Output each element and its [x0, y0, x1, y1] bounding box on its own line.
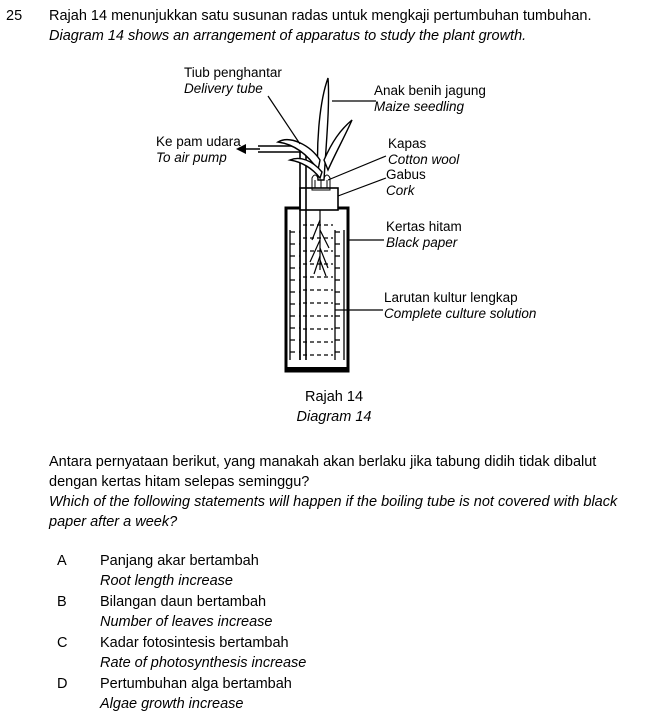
black-paper [289, 230, 345, 360]
option-a-letter[interactable]: A [57, 553, 67, 569]
culture-solution [303, 224, 333, 356]
label-paper-en: Black paper [386, 235, 458, 250]
label-cork-en: Cork [386, 183, 416, 198]
label-delivery-ms: Tiub penghantar [184, 65, 282, 80]
option-c-malay[interactable]: Kadar fotosintesis bertambah [100, 635, 289, 651]
label-delivery-en: Delivery tube [184, 81, 263, 96]
option-b-english[interactable]: Number of leaves increase [100, 614, 273, 630]
label-cotton-ms: Kapas [388, 136, 427, 151]
option-b-letter[interactable]: B [57, 594, 67, 610]
stem-english-line1: Which of the following statements will h… [49, 494, 618, 510]
label-solution-ms: Larutan kultur lengkap [384, 290, 518, 305]
intro-malay: Rajah 14 menunjukkan satu susunan radas … [49, 8, 592, 24]
maize-seedling [275, 77, 353, 181]
caption-english: Diagram 14 [296, 409, 372, 425]
option-b-malay[interactable]: Bilangan daun bertambah [100, 594, 267, 610]
option-d-malay[interactable]: Pertumbuhan alga bertambah [100, 676, 292, 692]
stem-english-line2: paper after a week? [49, 514, 178, 530]
option-c-letter[interactable]: C [57, 635, 68, 651]
label-seedling-en: Maize seedling [374, 99, 465, 114]
caption-malay: Rajah 14 [304, 389, 364, 405]
label-pump-en: To air pump [156, 150, 227, 165]
label-pump-ms: Ke pam udara [156, 134, 241, 149]
label-seedling-ms: Anak benih jagung [374, 83, 486, 98]
intro-english: Diagram 14 shows an arrangement of appar… [49, 28, 527, 44]
label-solution-en: Complete culture solution [384, 306, 536, 321]
stem-malay-line1: Antara pernyataan berikut, yang manakah … [49, 454, 597, 470]
air-pump-arrow [236, 144, 260, 154]
option-a-malay[interactable]: Panjang akar bertambah [100, 553, 259, 569]
apparatus-diagram: Tiub penghantar Delivery tube Ke pam uda… [156, 65, 536, 373]
leader-lines [267, 95, 387, 311]
label-paper-ms: Kertas hitam [386, 219, 462, 234]
option-d-letter[interactable]: D [57, 676, 68, 692]
stem-malay-line2: dengan kertas hitam selepas seminggu? [49, 474, 310, 490]
option-d-english[interactable]: Algae growth increase [100, 696, 244, 712]
question-number: 25 [6, 8, 23, 24]
option-c-english[interactable]: Rate of photosynthesis increase [100, 655, 307, 671]
roots [309, 210, 330, 277]
label-cotton-en: Cotton wool [388, 152, 460, 167]
delivery-tube [258, 145, 307, 360]
label-cork-ms: Gabus [386, 167, 426, 182]
option-a-english[interactable]: Root length increase [100, 573, 233, 589]
